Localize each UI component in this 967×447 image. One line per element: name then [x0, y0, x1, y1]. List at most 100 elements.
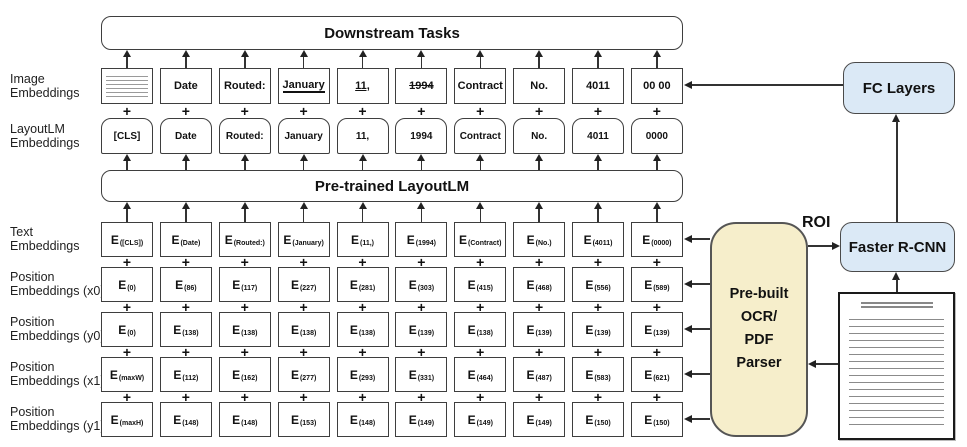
row-text: E([CLS])E(Date)E(Routed:)E(January)E(11,… — [101, 222, 683, 257]
arrowhead-parser-to-y1-row-icon — [684, 415, 692, 423]
plus-sign: + — [240, 103, 249, 119]
embedding-box-x1-6: E(464) — [454, 357, 507, 392]
embedding-box-layoutlm-7: No. — [513, 118, 566, 154]
arrowhead-doc-to-rcnn-icon — [892, 272, 900, 280]
plus-sign: + — [122, 103, 132, 119]
embedding-box-layoutlm-0: [CLS] — [101, 118, 153, 154]
plus-sign: + — [417, 343, 426, 360]
embedding-box-y0-6: E(138) — [454, 312, 507, 347]
embedding-box-image-3: January — [277, 68, 330, 104]
embedding-box-text-8: E(4011) — [572, 222, 624, 257]
up-arrow-icon — [278, 154, 330, 170]
plus-sign: + — [240, 253, 249, 270]
embedding-box-y0-4: E(138) — [336, 312, 389, 347]
pretrained-layoutlm-box: Pre-trained LayoutLM — [101, 170, 683, 202]
up-arrow-icon — [101, 50, 153, 68]
embedding-box-layoutlm-8: 4011 — [572, 118, 624, 154]
downstream-tasks-box: Downstream Tasks — [101, 16, 683, 50]
embedding-box-y0-3: E(138) — [277, 312, 330, 347]
up-arrow-icon — [278, 202, 330, 222]
plus-sign: + — [535, 103, 544, 119]
embedding-box-image-6: Contract — [454, 68, 507, 104]
arrow-fc-to-image-line — [692, 84, 843, 86]
embedding-box-image-4: 11, — [336, 68, 389, 104]
arrowhead-parser-to-y0-row-icon — [684, 325, 692, 333]
embedding-box-image-9: 00 00 — [630, 68, 683, 104]
up-arrow-icon — [454, 202, 506, 222]
up-arrow-icon — [219, 50, 271, 68]
arrow-parser-to-x1-row-line — [692, 373, 710, 375]
embedding-box-x0-5: E(303) — [395, 267, 448, 302]
faster-rcnn-label: Faster R-CNN — [848, 238, 947, 256]
embedding-box-layoutlm-2: Routed: — [218, 118, 271, 154]
plus-sign: + — [417, 388, 426, 405]
plus-sign: + — [476, 298, 485, 315]
arrow-rcnn-to-fc-line — [896, 121, 898, 222]
up-arrow-icon — [160, 50, 212, 68]
plus-sign: + — [652, 298, 661, 315]
up-arrow-icon — [572, 154, 624, 170]
embedding-box-y1-1: E(148) — [159, 402, 212, 437]
arrowhead-rcnn-to-fc-icon — [892, 114, 900, 122]
embedding-box-x1-3: E(277) — [277, 357, 330, 392]
embedding-box-text-5: E(1994) — [395, 222, 448, 257]
plus-sign: + — [593, 253, 603, 270]
embedding-box-layoutlm-1: Date — [159, 118, 212, 154]
up-arrow-icon — [395, 202, 447, 222]
plus-sign: + — [181, 253, 190, 270]
embedding-box-x1-1: E(112) — [159, 357, 212, 392]
embedding-box-y0-9: E(139) — [630, 312, 683, 347]
plus-sign: + — [122, 388, 132, 405]
plus-sign: + — [593, 343, 603, 360]
embedding-box-layoutlm-3: January — [277, 118, 330, 154]
fc-layers-box: FC Layers — [843, 62, 955, 114]
parser-line-3: PDF — [744, 332, 774, 348]
document-thumbnail — [106, 72, 148, 100]
row-x0: E(0)E(86)E(117)E(227)E(281)E(303)E(415)E… — [101, 267, 683, 302]
plus-sign: + — [122, 253, 132, 270]
connector-y0-plus-x1: ++++++++++ — [101, 343, 683, 360]
document-image-lines — [849, 313, 944, 425]
arrowhead-doc-to-parser-icon — [808, 360, 816, 368]
arrowhead-fc-to-image-icon — [684, 81, 692, 89]
embedding-box-x0-9: E(589) — [630, 267, 683, 302]
plus-sign: + — [299, 253, 308, 270]
plus-sign: + — [122, 298, 132, 315]
plus-sign: + — [358, 298, 367, 315]
plus-sign: + — [358, 388, 367, 405]
plus-sign: + — [299, 343, 308, 360]
fc-layers-label: FC Layers — [862, 79, 936, 97]
up-arrow-icon — [278, 50, 330, 68]
plus-sign: + — [240, 343, 249, 360]
up-arrow-icon — [337, 50, 389, 68]
embedding-box-x0-6: E(415) — [454, 267, 507, 302]
plus-sign: + — [181, 103, 190, 119]
plus-sign: + — [417, 253, 426, 270]
embedding-box-x0-3: E(227) — [277, 267, 330, 302]
up-arrow-icon — [395, 50, 447, 68]
embedding-box-text-6: E(Contract) — [454, 222, 507, 257]
arrow-parser-to-y1-row-line — [692, 418, 710, 420]
connector-x0-plus-y0: ++++++++++ — [101, 298, 683, 315]
roi-label: ROI — [802, 214, 831, 231]
arrow-parser-to-text-row-line — [692, 238, 710, 240]
up-arrow-icon — [631, 154, 683, 170]
embedding-box-y1-4: E(148) — [336, 402, 389, 437]
connector-image-plus-layoutlm: ++++++++++ — [101, 104, 683, 118]
embedding-box-y1-0: E(maxH) — [101, 402, 153, 437]
plus-sign: + — [593, 298, 603, 315]
up-arrow-icon — [160, 202, 212, 222]
embedding-box-text-3: E(January) — [277, 222, 330, 257]
up-arrow-icon — [631, 202, 683, 222]
plus-sign: + — [358, 343, 367, 360]
embedding-box-x1-2: E(162) — [218, 357, 271, 392]
embedding-box-layoutlm-6: Contract — [454, 118, 507, 154]
plus-sign: + — [652, 388, 661, 405]
embedding-box-layoutlm-9: 0000 — [630, 118, 683, 154]
